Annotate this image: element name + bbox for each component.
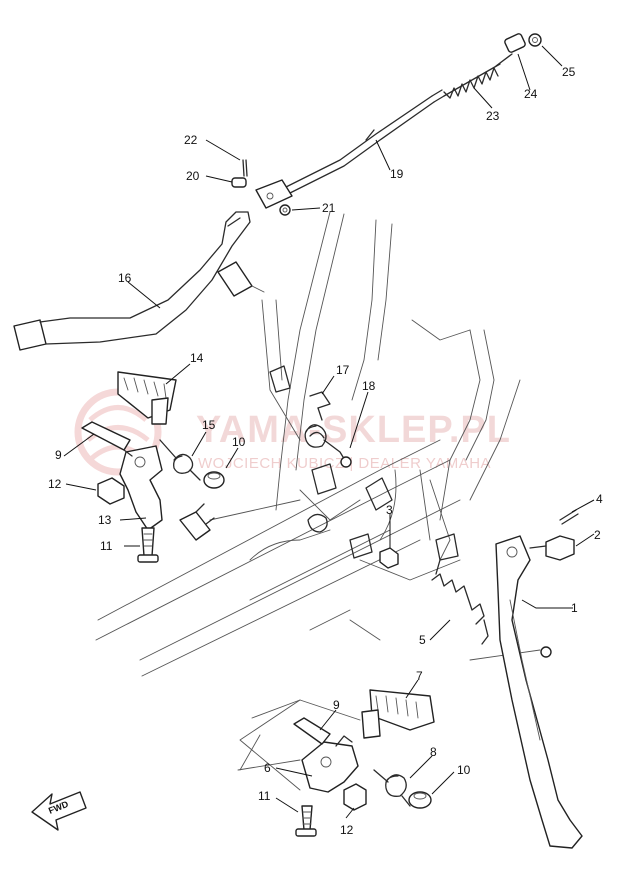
cable-clamp [255,179,293,209]
callout-11-upper: 11 [100,539,113,553]
pedal-return-spring [304,424,352,468]
brake-pedal [13,211,265,351]
bolt-lower [295,805,317,837]
brake-rod-spring [443,53,513,99]
callout-22: 22 [184,133,198,147]
callout-2: 2 [594,528,601,542]
frame [95,211,541,771]
callout-7: 7 [416,669,423,683]
callout-5: 5 [419,633,426,647]
footrest-bracket-upper [119,445,163,531]
sidestand-bolt [529,535,575,561]
callout-24: 24 [524,87,538,101]
footrest-lower [361,689,435,739]
callout-25: 25 [562,65,576,79]
pivot-pin-lower [293,717,331,745]
callout-11-lower: 11 [258,789,271,803]
callout-14: 14 [190,351,204,365]
callout-17: 17 [336,363,350,377]
cable-nut [279,204,291,216]
callout-18: 18 [362,379,376,393]
footrest-upper [117,371,177,425]
watermark: YAMA-SKLEP.PL WOJCIECH KUBICZ | DEALER Y… [74,388,510,476]
sidestand-nut [379,547,399,569]
brake-rod-joint [504,33,526,53]
sidestand [495,535,583,849]
callout-9-upper: 9 [55,448,62,462]
callout-10-upper: 10 [232,435,246,449]
footrest-mount-upper [179,503,215,541]
nut-lower [343,783,367,811]
callout-3: 3 [386,503,393,517]
cotter-pin-stand [559,509,579,525]
return-spring-upper [159,439,201,481]
footrest-bracket-lower [301,735,359,793]
fwd-arrow-icon: FWD [31,791,87,831]
return-spring-lower [373,769,411,807]
callout-21: 21 [322,201,336,215]
assembly-lines [239,619,381,791]
callout-23: 23 [486,109,500,123]
bolt-upper [137,527,159,563]
callout-4: 4 [596,492,603,506]
cotter-pin-top [242,159,248,177]
callout-20: 20 [186,169,200,183]
callout-13: 13 [98,513,112,527]
callout-1: 1 [571,601,578,615]
callout-19: 19 [390,167,404,181]
callout-labels: 1 2 3 4 5 6 7 8 9 9 10 10 11 11 12 12 13… [48,65,603,837]
sidestand-spring [431,559,489,645]
brake-cable [267,89,445,203]
pivot-pin-upper [81,421,133,457]
cap-upper [203,471,225,489]
callout-16: 16 [118,271,132,285]
cap-lower [408,791,432,809]
callout-6: 6 [264,761,271,775]
leader-lines [63,45,595,819]
callout-15: 15 [202,418,216,432]
callout-12-lower: 12 [340,823,354,837]
callout-8: 8 [430,745,437,759]
clevis-pin [231,177,247,188]
adjust-nut [528,33,542,47]
callout-10-lower: 10 [457,763,471,777]
callout-12-upper: 12 [48,477,62,491]
spring-clip [309,391,331,421]
callout-9-lower: 9 [333,698,340,712]
nut-upper [97,477,125,505]
